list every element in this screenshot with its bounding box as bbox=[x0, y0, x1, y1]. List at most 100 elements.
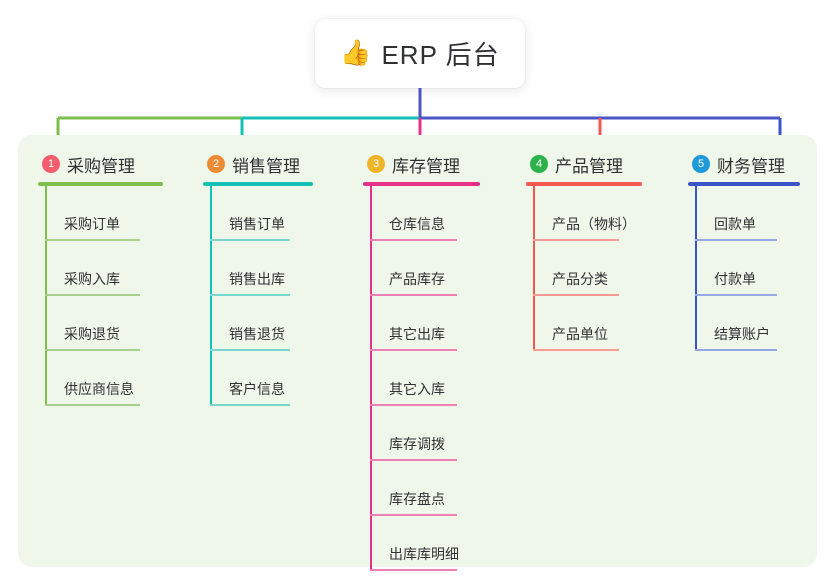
section-item-label: 销售出库 bbox=[229, 271, 285, 287]
section-item-label: 销售订单 bbox=[229, 216, 285, 232]
section-item-underline bbox=[695, 294, 777, 296]
section-item-underline bbox=[370, 569, 457, 571]
section-item-label: 出库库明细 bbox=[389, 546, 459, 562]
section-items: 采购订单采购入库采购退货供应商信息 bbox=[38, 186, 188, 406]
section-items: 仓库信息产品库存其它出库其它入库库存调拨库存盘点出库库明细 bbox=[363, 186, 525, 571]
section-underline bbox=[688, 182, 800, 186]
section-item-underline bbox=[210, 404, 290, 406]
section-number-badge: 5 bbox=[692, 155, 710, 173]
section-item-underline bbox=[533, 239, 619, 241]
section-item-label: 结算账户 bbox=[714, 326, 770, 342]
section-item-underline bbox=[370, 294, 457, 296]
section-item[interactable]: 库存盘点 bbox=[363, 461, 525, 516]
section-underline bbox=[526, 182, 642, 186]
section-item[interactable]: 产品库存 bbox=[363, 241, 525, 296]
section-item[interactable]: 销售出库 bbox=[203, 241, 353, 296]
section-header[interactable]: 1 采购管理 bbox=[38, 150, 188, 178]
section-item-label: 其它出库 bbox=[389, 326, 445, 342]
section-item-label: 其它入库 bbox=[389, 381, 445, 397]
section-header[interactable]: 3 库存管理 bbox=[363, 150, 525, 178]
section-number-badge: 1 bbox=[42, 155, 60, 173]
section-item-underline bbox=[533, 294, 619, 296]
section-item-underline bbox=[210, 349, 290, 351]
section-item-label: 供应商信息 bbox=[64, 381, 134, 397]
section-underline bbox=[363, 182, 480, 186]
section-item[interactable]: 采购订单 bbox=[38, 186, 188, 241]
section-item-label: 产品库存 bbox=[389, 271, 445, 287]
section-title: 产品管理 bbox=[555, 156, 623, 176]
section-spine bbox=[370, 186, 372, 571]
section-items: 产品（物料） 产品分类产品单位 bbox=[526, 186, 686, 351]
section-header[interactable]: 5 财务管理 bbox=[688, 150, 828, 178]
section-underline bbox=[203, 182, 313, 186]
section-title: 财务管理 bbox=[717, 156, 785, 176]
section-column: 5 财务管理 回款单付款单结算账户 bbox=[688, 150, 828, 351]
section-number-badge: 2 bbox=[207, 155, 225, 173]
section-item-underline bbox=[370, 514, 457, 516]
section-spine bbox=[695, 186, 697, 351]
section-item[interactable]: 出库库明细 bbox=[363, 516, 525, 571]
section-item-label: 产品单位 bbox=[552, 326, 608, 342]
section-item[interactable]: 回款单 bbox=[688, 186, 828, 241]
section-item-label: 库存盘点 bbox=[389, 491, 445, 507]
section-item[interactable]: 销售订单 bbox=[203, 186, 353, 241]
section-item-label: 回款单 bbox=[714, 216, 756, 232]
section-number-badge: 4 bbox=[530, 155, 548, 173]
section-spine bbox=[533, 186, 535, 351]
section-item-underline bbox=[370, 459, 457, 461]
section-item-underline bbox=[45, 239, 140, 241]
section-item[interactable]: 采购入库 bbox=[38, 241, 188, 296]
thumbs-up-icon: 👍 bbox=[340, 39, 372, 67]
section-column: 1 采购管理 采购订单采购入库采购退货供应商信息 bbox=[38, 150, 188, 406]
section-item-label: 采购入库 bbox=[64, 271, 120, 287]
section-item-underline bbox=[45, 404, 140, 406]
section-item[interactable]: 其它入库 bbox=[363, 351, 525, 406]
section-header[interactable]: 2 销售管理 bbox=[203, 150, 353, 178]
section-item-underline bbox=[370, 349, 457, 351]
section-item-label: 产品（物料） bbox=[552, 216, 636, 232]
section-spine bbox=[45, 186, 47, 406]
section-item-label: 客户信息 bbox=[229, 381, 285, 397]
section-items: 回款单付款单结算账户 bbox=[688, 186, 828, 351]
section-spine bbox=[210, 186, 212, 406]
section-item[interactable]: 其它出库 bbox=[363, 296, 525, 351]
section-item[interactable]: 供应商信息 bbox=[38, 351, 188, 406]
section-items: 销售订单销售出库销售退货客户信息 bbox=[203, 186, 353, 406]
section-item[interactable]: 销售退货 bbox=[203, 296, 353, 351]
section-item-underline bbox=[210, 294, 290, 296]
section-item-underline bbox=[695, 349, 777, 351]
section-item-label: 仓库信息 bbox=[389, 216, 445, 232]
section-item-underline bbox=[695, 239, 777, 241]
section-item-label: 销售退货 bbox=[229, 326, 285, 342]
section-item[interactable]: 产品分类 bbox=[526, 241, 686, 296]
section-title: 销售管理 bbox=[232, 156, 300, 176]
root-title: ERP 后台 bbox=[381, 40, 500, 70]
section-item-label: 产品分类 bbox=[552, 271, 608, 287]
section-item[interactable]: 仓库信息 bbox=[363, 186, 525, 241]
section-item[interactable]: 采购退货 bbox=[38, 296, 188, 351]
section-column: 4 产品管理 产品（物料） 产品分类产品单位 bbox=[526, 150, 686, 351]
section-item[interactable]: 结算账户 bbox=[688, 296, 828, 351]
section-item-underline bbox=[45, 294, 140, 296]
section-item-label: 库存调拨 bbox=[389, 436, 445, 452]
section-item-label: 采购订单 bbox=[64, 216, 120, 232]
section-item[interactable]: 付款单 bbox=[688, 241, 828, 296]
section-item-underline bbox=[45, 349, 140, 351]
section-column: 2 销售管理 销售订单销售出库销售退货客户信息 bbox=[203, 150, 353, 406]
section-item-underline bbox=[533, 349, 619, 351]
section-number-badge: 3 bbox=[367, 155, 385, 173]
section-header[interactable]: 4 产品管理 bbox=[526, 150, 686, 178]
section-underline bbox=[38, 182, 163, 186]
section-item[interactable]: 产品单位 bbox=[526, 296, 686, 351]
section-item[interactable]: 库存调拨 bbox=[363, 406, 525, 461]
section-item[interactable]: 客户信息 bbox=[203, 351, 353, 406]
section-item-label: 采购退货 bbox=[64, 326, 120, 342]
root-node[interactable]: 👍 ERP 后台 bbox=[315, 19, 525, 88]
section-item[interactable]: 产品（物料） bbox=[526, 186, 686, 241]
section-item-underline bbox=[370, 404, 457, 406]
section-item-underline bbox=[370, 239, 457, 241]
section-item-label: 付款单 bbox=[714, 271, 756, 287]
section-title: 采购管理 bbox=[67, 156, 135, 176]
section-column: 3 库存管理 仓库信息产品库存其它出库其它入库库存调拨库存盘点出库库明细 bbox=[363, 150, 525, 571]
